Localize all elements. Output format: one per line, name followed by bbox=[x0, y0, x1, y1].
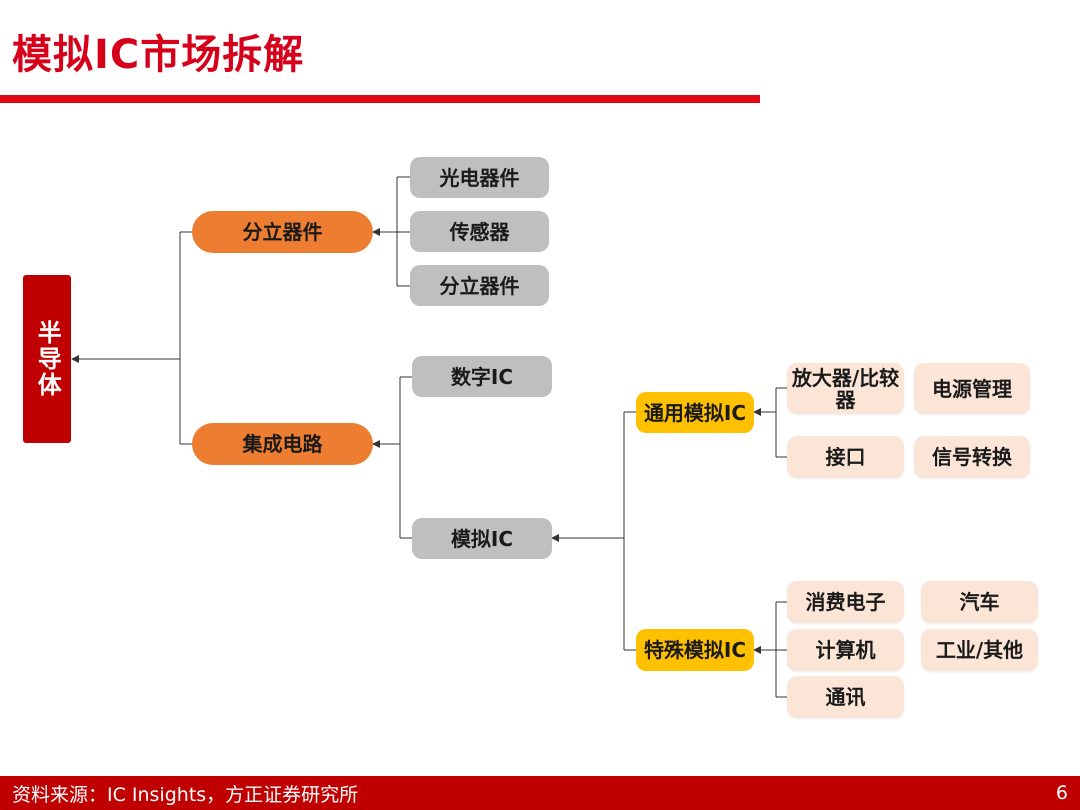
node-general-analog-ic: 通用模拟IC bbox=[636, 392, 754, 433]
node-sensor: 传感器 bbox=[410, 211, 549, 252]
node-power-management: 电源管理 bbox=[914, 363, 1030, 414]
node-signal-conversion: 信号转换 bbox=[914, 436, 1030, 478]
footer-bar: 资料来源：IC Insights，方正证券研究所 6 bbox=[0, 776, 1080, 810]
node-special-analog-ic: 特殊模拟IC bbox=[636, 629, 754, 671]
node-discrete-devices: 分立器件 bbox=[192, 211, 373, 253]
node-automotive: 汽车 bbox=[921, 581, 1038, 623]
source-note: 资料来源：IC Insights，方正证券研究所 bbox=[12, 783, 359, 806]
node-optoelectronic: 光电器件 bbox=[410, 157, 549, 198]
page-title: 模拟IC市场拆解 bbox=[12, 32, 305, 78]
node-analog-ic: 模拟IC bbox=[412, 518, 552, 559]
node-communication: 通讯 bbox=[787, 676, 904, 718]
node-industrial-other: 工业/其他 bbox=[921, 629, 1038, 671]
node-amplifier-comparator: 放大器/比较器 bbox=[787, 363, 904, 414]
node-computer: 计算机 bbox=[787, 629, 904, 671]
title-underline bbox=[0, 95, 760, 103]
node-discrete-device-leaf: 分立器件 bbox=[410, 265, 549, 306]
node-semiconductor: 半导体 bbox=[23, 275, 71, 443]
node-consumer-electronics: 消费电子 bbox=[787, 581, 904, 623]
node-interface: 接口 bbox=[787, 436, 904, 478]
page-number: 6 bbox=[1055, 782, 1068, 804]
node-digital-ic: 数字IC bbox=[412, 356, 552, 397]
node-integrated-circuit: 集成电路 bbox=[192, 423, 373, 465]
